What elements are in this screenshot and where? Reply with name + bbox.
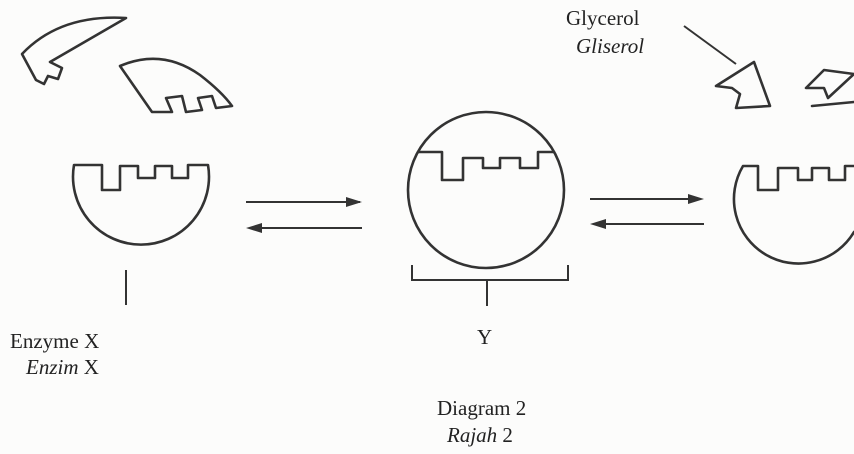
fragment-shape-left-lower	[118, 57, 234, 114]
caption-word-ms: Rajah	[447, 423, 498, 447]
enzyme-shape-right	[732, 164, 854, 265]
enzyme-label-symbol-ms: X	[83, 355, 99, 379]
glycerol-label: Glycerol	[566, 6, 639, 30]
equilibrium-arrows-left	[246, 197, 362, 233]
glycerol-pointer-line	[683, 25, 737, 65]
enzyme-x-shape	[71, 163, 211, 305]
caption-number-en: 2	[515, 396, 527, 420]
enzyme-x-label: Enzyme X	[10, 329, 99, 353]
glycerol-label-en: Glycerol	[566, 6, 640, 30]
caption-number-ms: 2	[502, 423, 513, 447]
glycerol-shape-2	[804, 68, 854, 108]
y-bracket	[411, 265, 569, 306]
enzim-x-label: Enzim X	[26, 355, 99, 379]
glycerol-label-ms: Gliserol	[576, 34, 645, 58]
caption-word-en: Diagram	[437, 396, 511, 420]
fragment-shape-left-upper	[20, 16, 128, 86]
enzyme-label-ms: Enzim	[26, 355, 79, 379]
enzyme-label-symbol: X	[84, 329, 100, 353]
gliserol-label: Gliserol	[576, 34, 644, 58]
caption-ms: Rajah 2	[447, 423, 513, 447]
enzyme-substrate-complex	[406, 110, 566, 270]
glycerol-shape-1	[714, 60, 772, 110]
y-label: Y	[477, 325, 493, 349]
equilibrium-arrows-right	[590, 194, 704, 229]
caption-en: Diagram 2	[437, 396, 526, 420]
enzyme-label-en: Enzyme	[10, 329, 79, 353]
